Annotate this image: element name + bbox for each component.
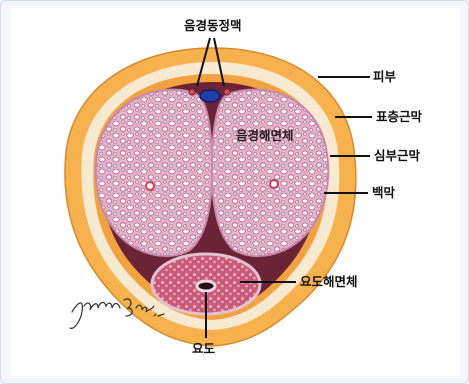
label-dorsal-vein: 음경동정맥: [184, 20, 242, 33]
right-dorsal-artery: [224, 89, 230, 95]
urethra-opening: [197, 281, 215, 291]
dorsal-vein: [200, 90, 220, 102]
label-corpus-cavernosum: 음경해면체: [236, 130, 294, 143]
label-urethra: 요도: [192, 343, 215, 356]
label-skin: 피부: [373, 71, 396, 84]
label-tunica: 백막: [372, 187, 395, 200]
label-deep-fascia: 심부근막: [374, 150, 420, 163]
label-superficial-fascia: 표층근막: [376, 111, 422, 124]
right-central-artery: [270, 180, 278, 188]
left-dorsal-artery: [189, 89, 195, 95]
label-corpus-spongiosum: 요도해면체: [300, 276, 358, 289]
left-central-artery: [146, 182, 154, 190]
